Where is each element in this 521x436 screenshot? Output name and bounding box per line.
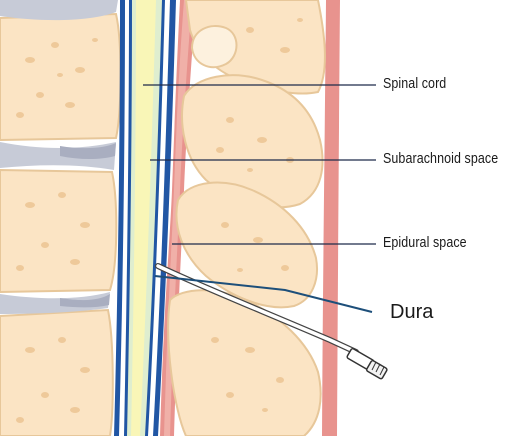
vertebral-bodies [0,14,121,436]
vertebral-body-1 [0,14,121,140]
vertebral-body-2 [0,170,116,292]
label-epidural-space: Epidural space [383,236,467,251]
vertebral-body-3 [0,310,113,436]
posterior-arches [168,0,325,436]
label-spinal-cord: Spinal cord [383,77,446,92]
facet-knob [192,26,237,67]
lamina-3 [168,290,320,436]
catheter-hub [347,348,388,379]
label-dura: Dura [390,302,433,322]
label-subarachnoid-space: Subarachnoid space [383,152,498,167]
